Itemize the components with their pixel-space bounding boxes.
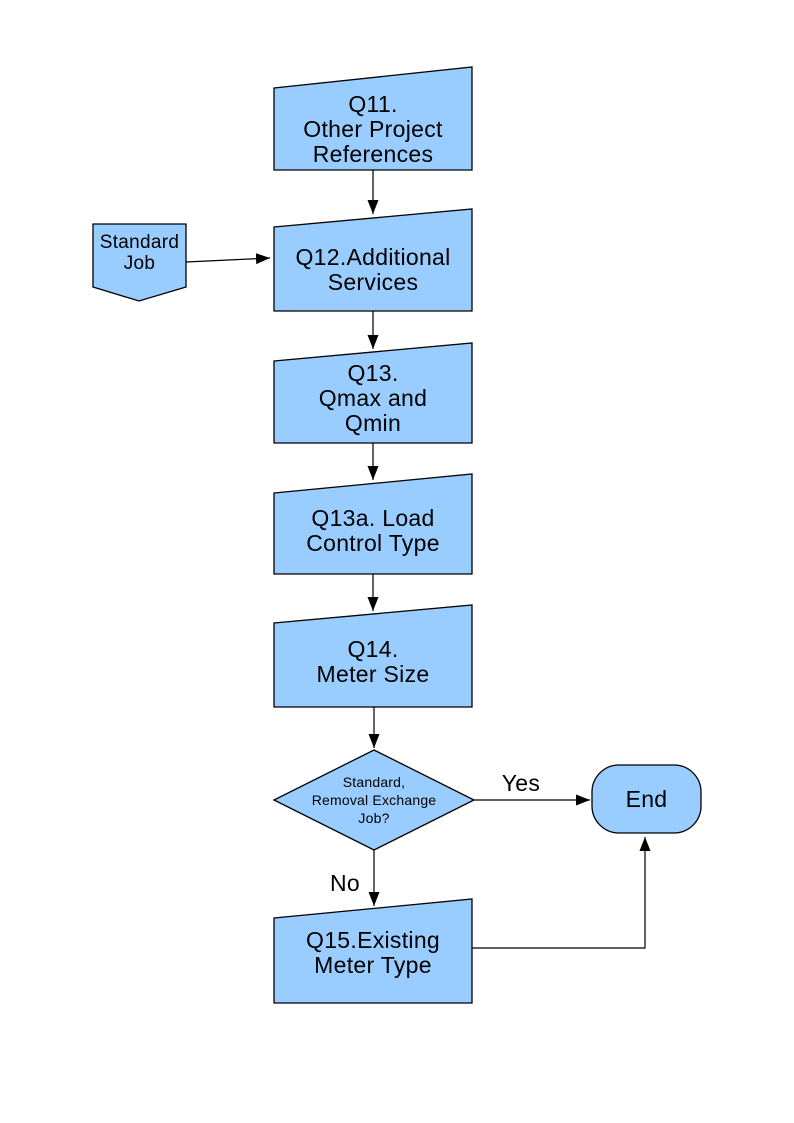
q13-label: Q13. Qmax and Qmin (318, 360, 428, 436)
connector-q15-to-end (472, 837, 651, 949)
q13a-label: Q13a. Load Control Type (306, 505, 440, 556)
q14-label: Q14. Meter Size (316, 636, 430, 687)
yes-label: Yes (501, 770, 541, 796)
decision-label: Standard, Removal Exchange Job? (311, 774, 437, 826)
standard-job-label: Standard Job (99, 232, 180, 274)
q12-label: Q12.Additional Services (295, 244, 451, 295)
q14-node-shape (273, 604, 473, 708)
decision-node-shape (272, 749, 476, 851)
end-label: End (625, 785, 668, 812)
q11-node-shape (273, 66, 473, 171)
q15-label: Q15.Existing Meter Type (306, 927, 440, 978)
connector-standardjob-to-q12 (185, 253, 271, 265)
no-label: No (329, 870, 360, 896)
q12-node-shape (273, 208, 473, 312)
q11-label: Q11. Other Project References (303, 91, 443, 167)
end-node-shape (591, 764, 702, 834)
standard-job-node-shape (92, 223, 187, 302)
q13a-node-shape (273, 473, 473, 575)
q15-node-shape (273, 898, 473, 1004)
q13-node-shape (273, 342, 473, 444)
